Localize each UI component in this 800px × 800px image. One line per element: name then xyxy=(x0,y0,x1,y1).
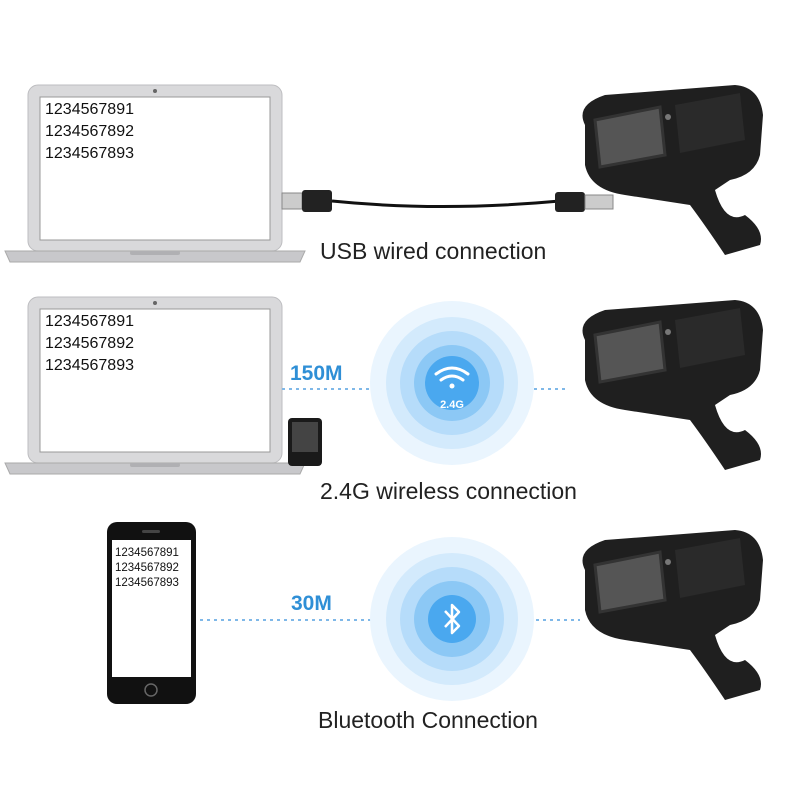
caption-bluetooth: Bluetooth Connection xyxy=(318,707,538,733)
caption-wireless: 2.4G wireless connection xyxy=(320,478,577,504)
barcode-scanner xyxy=(581,298,765,472)
phone-screen-text: 1234567891 1234567892 1234567893 xyxy=(115,546,179,591)
distance-label-wireless: 150M xyxy=(290,362,343,385)
caption-usb: USB wired connection xyxy=(320,238,547,264)
scan-line: 1234567893 xyxy=(115,577,179,589)
scan-line: 1234567891 xyxy=(45,101,134,118)
usb-receiver xyxy=(288,418,322,466)
laptop-screen-text-1: 1234567891 1234567892 1234567893 xyxy=(45,99,134,165)
scan-line: 1234567892 xyxy=(45,123,134,140)
scan-line: 1234567892 xyxy=(115,562,179,574)
scan-line: 1234567891 xyxy=(45,313,134,330)
scan-line: 1234567891 xyxy=(115,547,179,559)
barcode-scanner xyxy=(581,528,765,702)
usb-cable xyxy=(281,190,614,212)
wifi-badge-label: 2.4G xyxy=(440,399,464,411)
scan-line: 1234567893 xyxy=(45,145,134,162)
wifi-icon xyxy=(434,366,470,389)
laptop-screen-text-2: 1234567891 1234567892 1234567893 xyxy=(45,311,134,377)
scan-line: 1234567892 xyxy=(45,335,134,352)
distance-label-bluetooth: 30M xyxy=(291,592,332,615)
barcode-scanner xyxy=(581,83,765,257)
bluetooth-icon xyxy=(444,603,461,635)
smartphone xyxy=(107,522,196,704)
wireless-signal xyxy=(370,301,534,465)
scan-line: 1234567893 xyxy=(45,357,134,374)
